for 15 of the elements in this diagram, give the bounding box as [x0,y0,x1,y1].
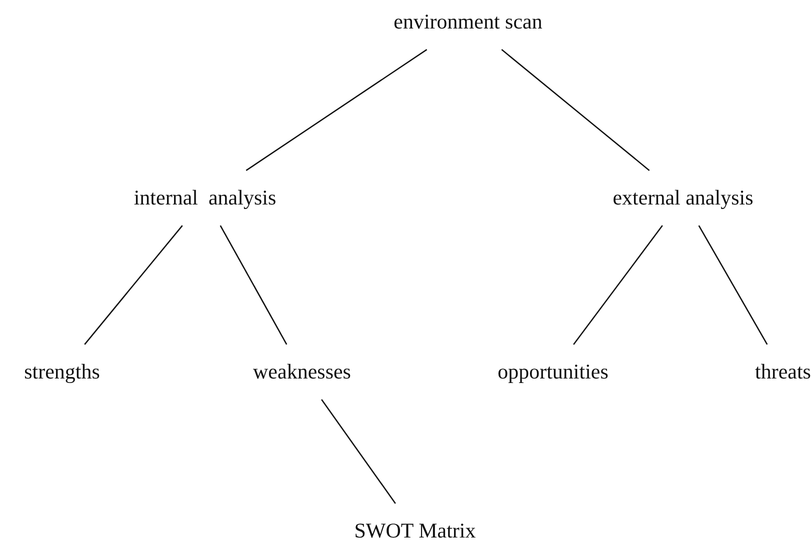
node-label: external analysis [608,170,758,226]
node-label: opportunities [494,344,612,400]
node-label: weaknesses [249,344,355,400]
connector-line [501,49,650,171]
connector-line [220,225,288,345]
node-label: SWOT Matrix [350,503,480,550]
node-label: threats [751,344,811,400]
connector-line [321,399,396,504]
node-label: environment scan [390,0,546,50]
node-label: internal analysis [130,170,280,226]
node-label: strengths [20,344,104,400]
connector-line [573,225,663,345]
connector-line [698,225,768,345]
connector-line [84,225,183,345]
connector-line [246,49,428,171]
